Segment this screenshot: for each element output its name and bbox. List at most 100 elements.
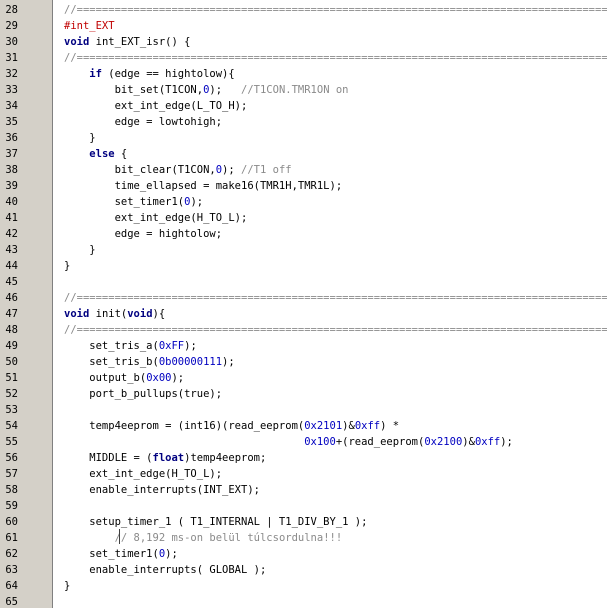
code-line[interactable]: bit_clear(T1CON,0); //T1 off <box>64 162 292 178</box>
code-line[interactable]: } <box>64 130 96 146</box>
code-line[interactable]: } <box>64 242 96 258</box>
line-number: 56 <box>5 452 18 464</box>
code-line[interactable]: set_tris_a(0xFF); <box>64 338 197 354</box>
code-text: set_timer1( <box>64 196 185 208</box>
code-text <box>64 436 304 448</box>
code-line[interactable]: // 8,192 ms-on belül túlcsordulna!!! <box>64 530 343 546</box>
code-text: ); <box>184 340 197 352</box>
code-comment: //T1CON.TMR1ON on <box>241 84 349 96</box>
code-number: 0 <box>158 548 166 560</box>
code-text: set_tris_b( <box>64 356 159 368</box>
code-text: +(read_eeprom( <box>335 436 425 448</box>
code-line[interactable]: set_timer1(0); <box>64 546 178 562</box>
code-keyword: void <box>64 36 90 48</box>
line-number: 33 <box>5 84 18 96</box>
code-line[interactable]: } <box>64 578 70 594</box>
code-number: 0xff <box>474 436 501 448</box>
code-line[interactable]: setup_timer_1 ( T1_INTERNAL | T1_DIV_BY_… <box>64 514 367 530</box>
code-number: 0xff <box>354 420 381 432</box>
line-number: 34 <box>5 100 18 112</box>
code-line[interactable]: } <box>64 258 70 274</box>
code-text: ) * <box>380 420 400 432</box>
code-comment: //T1 off <box>241 164 292 176</box>
code-text: )temp4eeprom; <box>184 452 267 464</box>
code-line[interactable]: output_b(0x00); <box>64 370 184 386</box>
code-text: } <box>64 260 71 272</box>
code-text: time_ellapsed = make16(TMR1H,TMR1L); <box>64 180 343 192</box>
code-line[interactable]: //======================================… <box>64 2 607 18</box>
code-comment: //======================================… <box>64 4 607 16</box>
code-line[interactable]: //======================================… <box>64 50 607 66</box>
code-keyword: else <box>89 148 115 160</box>
code-number: 0 <box>184 196 191 208</box>
code-line[interactable]: 0x100+(read_eeprom(0x2100)&0xff); <box>64 434 513 450</box>
code-line[interactable]: enable_interrupts( GLOBAL ); <box>64 562 266 578</box>
code-text: bit_clear(T1CON, <box>64 164 216 176</box>
code-line[interactable]: else { <box>64 146 127 162</box>
code-text: edge = lowtohigh; <box>64 116 223 128</box>
line-number: 48 <box>5 324 18 336</box>
code-line[interactable]: ext_int_edge(H_TO_L); <box>64 466 222 482</box>
line-number: 64 <box>5 580 18 592</box>
code-keyword: void <box>127 308 153 320</box>
code-line[interactable]: if (edge == hightolow){ <box>64 66 235 82</box>
line-number: 65 <box>5 596 18 608</box>
line-number: 44 <box>5 260 18 272</box>
code-keyword: if <box>89 68 102 80</box>
code-line[interactable]: edge = lowtohigh; <box>64 114 222 130</box>
code-number: 0 <box>215 164 223 176</box>
line-number: 30 <box>5 36 18 48</box>
line-number: 55 <box>5 436 18 448</box>
code-text: } <box>64 132 96 144</box>
line-number: 42 <box>5 228 18 240</box>
line-number: 58 <box>5 484 18 496</box>
code-text: } <box>64 244 96 256</box>
code-line[interactable]: enable_interrupts(INT_EXT); <box>64 482 260 498</box>
code-number: 0 <box>203 84 210 96</box>
code-line[interactable]: port_b_pullups(true); <box>64 386 222 402</box>
code-text: init( <box>89 308 128 320</box>
code-number: 0xFF <box>158 340 185 352</box>
line-number: 47 <box>5 308 18 320</box>
code-text: } <box>64 580 71 592</box>
line-number: 50 <box>5 356 18 368</box>
code-directive: #int_EXT <box>64 20 115 32</box>
code-text: { <box>114 148 128 160</box>
line-number: 62 <box>5 548 18 560</box>
code-line[interactable]: MIDDLE = (float)temp4eeprom; <box>64 450 266 466</box>
code-line[interactable]: set_timer1(0); <box>64 194 204 210</box>
code-line[interactable]: bit_set(T1CON,0); //T1CON.TMR1ON on <box>64 82 349 98</box>
line-number: 54 <box>5 420 18 432</box>
code-line[interactable]: set_tris_b(0b00000111); <box>64 354 234 370</box>
code-comment: //======================================… <box>64 292 607 304</box>
code-text: ){ <box>152 308 166 320</box>
code-line[interactable]: ext_int_edge(H_TO_L); <box>64 210 248 226</box>
code-line[interactable]: edge = hightolow; <box>64 226 222 242</box>
code-text: port_b_pullups(true); <box>64 388 223 400</box>
code-text: set_tris_a( <box>64 340 159 352</box>
code-text: setup_timer_1 ( T1_INTERNAL | T1_DIV_BY_… <box>64 516 368 528</box>
code-line[interactable]: #int_EXT <box>64 18 115 34</box>
code-text <box>64 148 89 160</box>
code-line[interactable]: //======================================… <box>64 322 607 338</box>
code-number: 0x100 <box>304 436 336 448</box>
code-line[interactable]: //======================================… <box>64 290 607 306</box>
code-number: 0x2100 <box>424 436 463 448</box>
line-number: 31 <box>5 52 18 64</box>
code-line[interactable]: temp4eeprom = (int16)(read_eeprom(0x2101… <box>64 418 399 434</box>
code-line[interactable]: void int_EXT_isr() { <box>64 34 190 50</box>
code-text: (edge == hightolow){ <box>101 68 235 80</box>
code-text: ); <box>171 372 185 384</box>
line-number: 39 <box>5 180 18 192</box>
code-text: bit_set(T1CON, <box>64 84 204 96</box>
line-number: 29 <box>5 20 18 32</box>
code-text: temp4eeprom = (int16)(read_eeprom( <box>64 420 305 432</box>
line-number: 40 <box>5 196 18 208</box>
line-number: 43 <box>5 244 18 256</box>
code-line[interactable]: void init(void){ <box>64 306 165 322</box>
code-line[interactable]: time_ellapsed = make16(TMR1H,TMR1L); <box>64 178 343 194</box>
line-number: 60 <box>5 516 18 528</box>
code-comment: //======================================… <box>64 52 607 64</box>
code-line[interactable]: ext_int_edge(L_TO_H); <box>64 98 248 114</box>
